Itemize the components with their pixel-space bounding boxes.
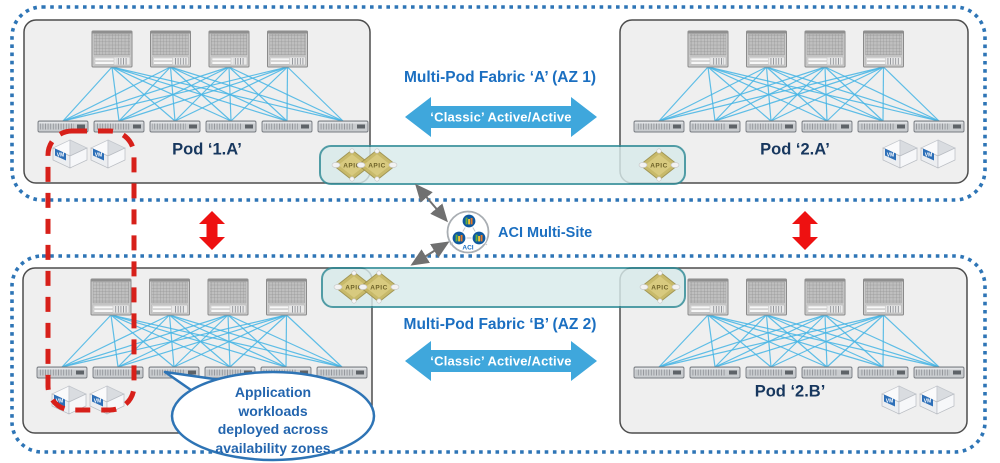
vm-icon-label: VM [56, 399, 64, 405]
spine-leaf-mesh [62, 66, 344, 122]
vm-icon-label: VM [886, 399, 894, 405]
spine-switch-icon [267, 30, 308, 68]
leaf-switch-icon [316, 366, 368, 379]
vm-icon-label: VM [924, 399, 932, 405]
leaf-switch-icon [857, 120, 909, 133]
callout-text: Application workloads deployed across av… [215, 383, 330, 457]
spine-leaf-mesh [658, 66, 940, 122]
red-sync-arrow-right [792, 211, 818, 250]
leaf-switch-icon [633, 366, 685, 379]
vm-icon: VM [919, 385, 955, 415]
leaf-switch-icon [149, 120, 201, 133]
spine-switch-icon [746, 30, 787, 68]
fabric-a-arrow-label: ‘Classic’ Active/Active [430, 109, 572, 125]
vm-icon-label: VM [94, 399, 102, 405]
leaf-switch-icon [745, 366, 797, 379]
vm-icon-label: VM [95, 153, 103, 159]
apic-cluster-bar-2 [321, 267, 686, 308]
vm-icon: VM [52, 139, 88, 169]
leaf-switch-icon [801, 120, 853, 133]
vm-icon: VM [90, 139, 126, 169]
leaf-switch-icon [913, 120, 965, 133]
vm-icon: VM [89, 385, 125, 415]
fabric-b-arrow-label: ‘Classic’ Active/Active [430, 353, 572, 369]
callout-line: Application [234, 384, 312, 400]
callout-bubble [170, 370, 376, 462]
leaf-switch-icon [913, 366, 965, 379]
spine-switch-icon [804, 278, 846, 316]
zone-border-1 [10, 5, 987, 202]
apic-icon-label: APIC [345, 285, 363, 292]
apic-icon: APIC [333, 270, 375, 304]
gray-link-arrow-2 [410, 241, 450, 266]
leaf-switch-icon [317, 120, 369, 133]
fabric-a-active-active-arrow [405, 97, 597, 137]
apic-icon-label: APIC [368, 163, 386, 170]
vm-icon: VM [882, 139, 918, 169]
apic-icon-label: APIC [343, 163, 361, 170]
callout-line: workloads [238, 402, 308, 419]
apic-cluster-bar-1 [319, 145, 686, 185]
spine-switch-icon [804, 30, 846, 68]
spine-leaf-mesh [61, 314, 343, 368]
leaf-switch-icon [745, 120, 797, 133]
spine-switch-icon [90, 278, 132, 316]
gray-link-arrow-1 [415, 183, 448, 223]
spine-switch-icon [746, 278, 787, 316]
red-dashed-workload-highlight [45, 128, 137, 413]
spine-switch-icon [687, 278, 729, 316]
aci-multisite-globe-icon: ACI [446, 210, 490, 254]
pod-2a-label: Pod ‘2.A’ [760, 140, 830, 159]
spine-switch-icon [266, 278, 307, 316]
fabric-b-label: Multi-Pod Fabric ‘B’ (AZ 2) [403, 316, 597, 333]
apic-icon: APIC [358, 270, 400, 304]
spine-switch-icon [863, 30, 904, 68]
vm-icon: VM [51, 385, 87, 415]
pod-topology-2-2: VM VM [633, 278, 965, 415]
pod-topology-1-2: VM VM [633, 30, 965, 169]
fabric-b-active-active-arrow [405, 341, 597, 381]
red-sync-arrow-left [199, 211, 225, 250]
spine-switch-icon [91, 30, 133, 68]
apic-icon-label: APIC [651, 285, 669, 292]
spine-switch-icon [207, 278, 249, 316]
leaf-switch-icon [801, 366, 853, 379]
vm-icon: VM [920, 139, 956, 169]
zone-border-2 [10, 254, 987, 454]
pod-1a-label: Pod ‘1.A’ [172, 140, 242, 159]
leaf-switch-icon [92, 366, 144, 379]
apic-icon-label: APIC [650, 163, 668, 170]
site-node-icon [451, 230, 467, 246]
vm-icon-label: VM [57, 153, 65, 159]
apic-icon: APIC [638, 148, 680, 182]
callout-line: availability zones [215, 439, 331, 456]
spine-switch-icon [208, 30, 250, 68]
leaf-switch-icon [633, 120, 685, 133]
vm-icon-label: VM [887, 153, 895, 159]
leaf-switch-icon [857, 366, 909, 379]
vm-icon: VM [881, 385, 917, 415]
fabric-a-label: Multi-Pod Fabric ‘A’ (AZ 1) [403, 69, 597, 86]
leaf-switch-icon [261, 120, 313, 133]
spine-switch-icon [687, 30, 729, 68]
site-node-icon [471, 230, 487, 246]
aci-multisite-label: ACI Multi-Site [498, 225, 593, 241]
leaf-switch-icon [689, 120, 741, 133]
leaf-switch-icon [689, 366, 741, 379]
site-node-icon [461, 213, 477, 229]
pod-2b-label: Pod ‘2.B’ [754, 382, 826, 401]
leaf-switch-icon [205, 120, 257, 133]
spine-switch-icon [150, 30, 191, 68]
callout-line: deployed across [217, 421, 329, 437]
spine-switch-icon [863, 278, 904, 316]
apic-icon: APIC [356, 148, 398, 182]
apic-icon: APIC [639, 270, 681, 304]
globe-icon-label: ACI [462, 245, 473, 252]
leaf-switch-icon [36, 366, 88, 379]
apic-icon-label: APIC [370, 285, 388, 292]
spine-switch-icon [149, 278, 190, 316]
vm-icon-label: VM [925, 153, 933, 159]
spine-leaf-mesh [658, 314, 940, 368]
